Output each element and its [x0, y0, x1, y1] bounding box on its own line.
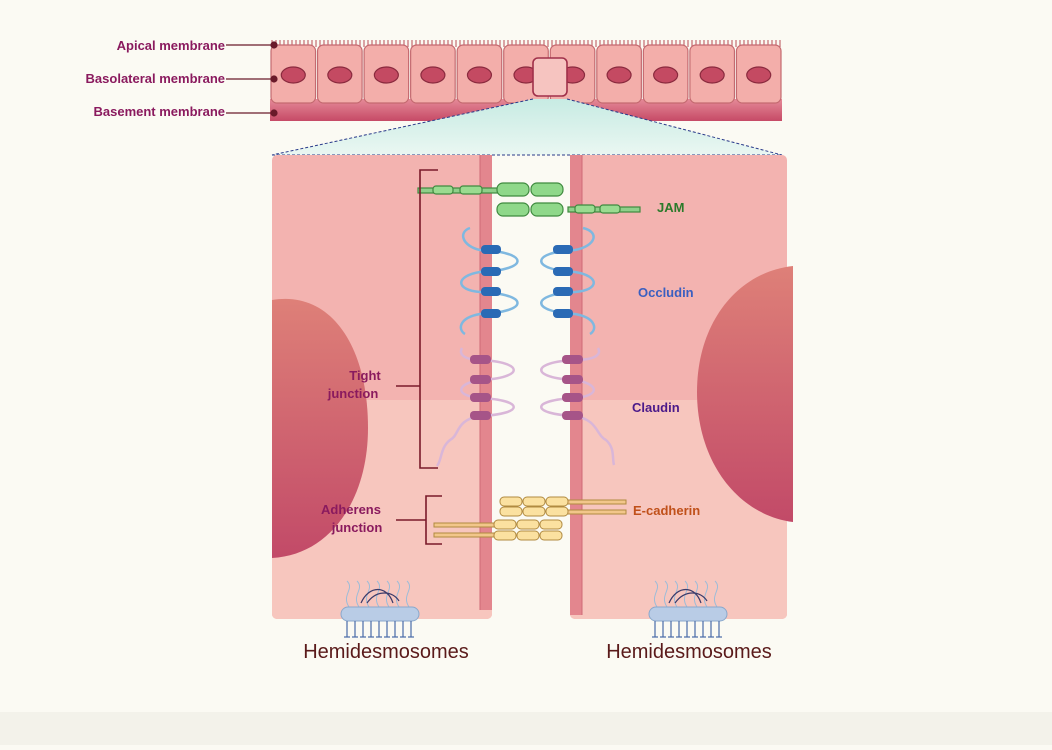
- tight-junction-label: Tight junction: [327, 368, 382, 401]
- svg-text:junction: junction: [327, 386, 379, 401]
- bottom-band: [0, 712, 1052, 745]
- jam-label: JAM: [657, 200, 684, 215]
- right-cell: [570, 155, 793, 619]
- e-cadherin-proteins: [433, 496, 627, 541]
- membrane-pointers: [226, 41, 278, 117]
- svg-text:junction: junction: [331, 520, 383, 535]
- adherens-junction-bracket: [396, 495, 442, 545]
- svg-text:Tight: Tight: [349, 368, 381, 383]
- jam-proteins: [417, 182, 641, 217]
- occludin-beads: [481, 245, 573, 318]
- claudin-beads: [470, 355, 583, 420]
- epithelial-cell: [689, 44, 736, 104]
- claudin-label: Claudin: [632, 400, 680, 415]
- left-nucleus: [272, 298, 368, 558]
- epithelial-cell: [596, 44, 642, 104]
- epithelial-cells: [270, 44, 782, 104]
- left-cell: [272, 155, 492, 619]
- right-nucleus: [697, 266, 793, 522]
- epithelial-cell: [642, 44, 689, 104]
- occludin-label: Occludin: [638, 285, 694, 300]
- zoom-highlight-box: [532, 57, 568, 97]
- epithelial-cell: [735, 44, 782, 104]
- svg-text:Adherens: Adherens: [321, 502, 381, 517]
- epithelium-strip: [270, 40, 782, 121]
- occludin-proteins: [459, 226, 596, 336]
- zoom-line-right: [566, 98, 783, 156]
- epithelial-cell: [270, 44, 317, 104]
- membrane-labels: Apical membrane Basolateral membrane Bas…: [86, 38, 225, 119]
- adherens-junction-label: Adherens junction: [321, 502, 382, 535]
- epithelial-cell: [363, 44, 410, 104]
- epithelial-cell: [410, 44, 456, 104]
- zoom-line-left: [271, 98, 534, 156]
- basolateral-membrane-label: Basolateral membrane: [86, 71, 225, 86]
- hemidesmosome-right: [648, 580, 728, 638]
- epithelial-cell: [316, 44, 363, 104]
- hemidesmosomes-right-label: Hemidesmosomes: [606, 641, 772, 663]
- tight-junction-bracket: [396, 169, 438, 469]
- apical-membrane-label: Apical membrane: [117, 38, 225, 53]
- zoom-projection: [272, 99, 782, 155]
- hemidesmosome-left: [340, 580, 420, 638]
- hemidesmosomes-left-label: Hemidesmosomes: [303, 641, 469, 663]
- basement-membrane-label: Basement membrane: [94, 104, 226, 119]
- e-cadherin-label: E-cadherin: [633, 503, 700, 518]
- epithelial-cell: [456, 44, 503, 104]
